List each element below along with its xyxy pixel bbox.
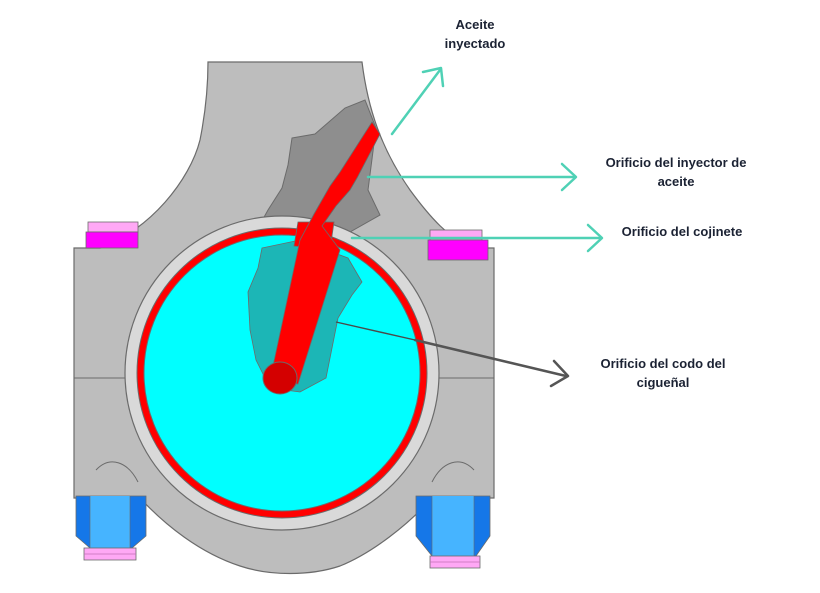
left-bolt-boss <box>95 461 139 483</box>
right-nut <box>415 495 491 569</box>
label-codo-line1: Orificio del codo del <box>600 356 726 371</box>
left-washer-bottom <box>85 231 139 249</box>
label-aceite-inyectado: Aceite inyectado <box>420 15 530 53</box>
arrow-orificio-codo <box>413 338 570 388</box>
left-nut <box>75 495 147 561</box>
crank-hole-guide-line <box>335 321 416 341</box>
left-washer-top <box>87 221 139 233</box>
label-aceite-line1: Aceite <box>455 17 495 32</box>
label-orificio-cojinete: Orificio del cojinete <box>612 222 752 241</box>
arrow-orificio-cojinete <box>350 223 604 253</box>
arrow-orificio-inyector <box>366 162 578 192</box>
crank-oil-hole <box>262 361 298 395</box>
label-inyector-line1: Orificio del inyector de <box>605 155 747 170</box>
label-orificio-inyector: Orificio del inyector de aceite <box>596 153 756 191</box>
right-washer-bottom <box>427 239 489 261</box>
label-codo-line2: cigueñal <box>636 375 690 390</box>
label-aceite-line2: inyectado <box>444 36 506 51</box>
right-bolt-boss <box>431 461 475 483</box>
label-inyector-line2: aceite <box>657 174 695 189</box>
label-orificio-codo: Orificio del codo del cigueñal <box>588 354 738 392</box>
rod-oil-passage <box>269 121 381 385</box>
label-cojinete-text: Orificio del cojinete <box>621 224 743 239</box>
arrow-aceite-inyectado <box>390 66 445 136</box>
